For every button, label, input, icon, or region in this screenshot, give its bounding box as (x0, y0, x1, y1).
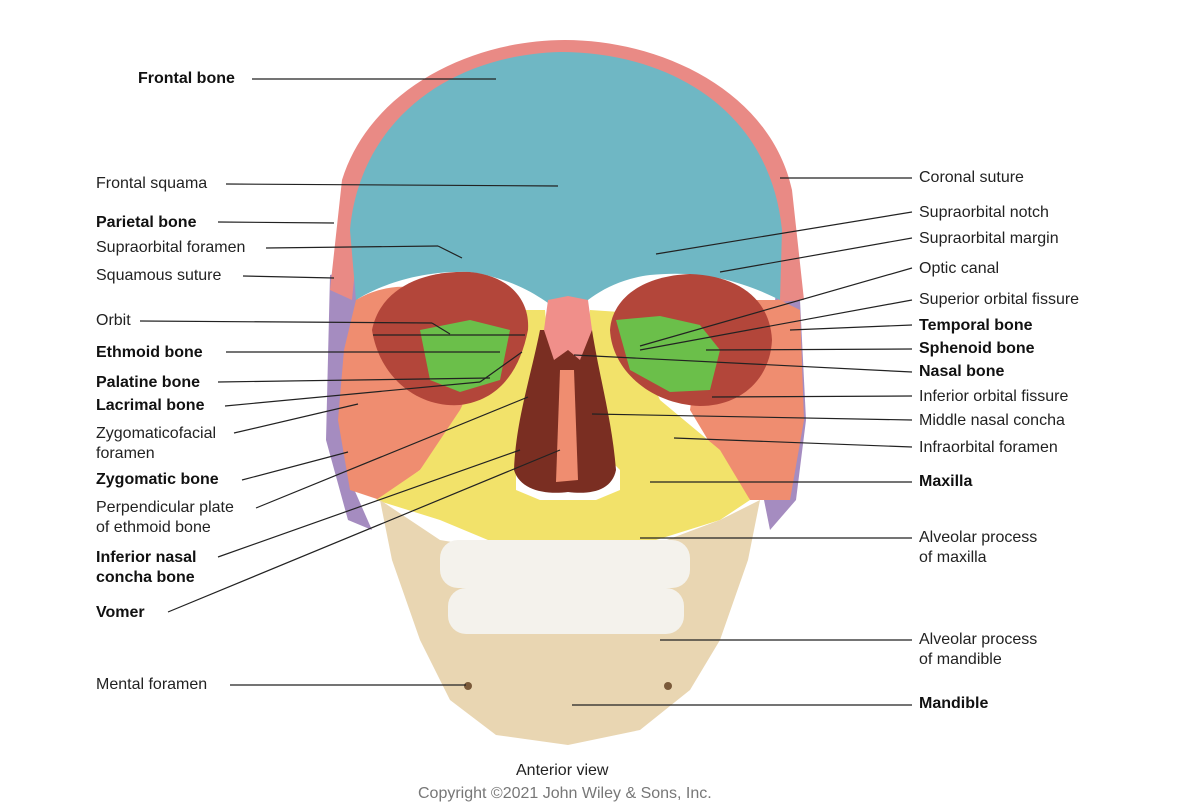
label-middle-nasal-concha: Middle nasal concha (919, 412, 1065, 429)
sphenoid-bone-left-shape (420, 320, 510, 392)
label-maxilla: Maxilla (919, 473, 973, 490)
maxilla-shape (376, 310, 750, 545)
label-nasal-bone: Nasal bone (919, 363, 1005, 380)
label-superior-orbital-fissure: Superior orbital fissure (919, 291, 1080, 308)
label-frontal-squama: Frontal squama (96, 175, 208, 192)
label-mental-foramen: Mental foramen (96, 676, 208, 693)
label-zygomatic-bone: Zygomatic bone (96, 471, 219, 488)
mental-foramen-left-shape (464, 682, 472, 690)
label-supraorbital-foramen: Supraorbital foramen (96, 239, 246, 256)
label-supraorbital-margin: Supraorbital margin (919, 230, 1059, 247)
lower-teeth-shape (448, 588, 684, 634)
label-orbit: Orbit (96, 312, 131, 329)
label-sphenoid-bone: Sphenoid bone (919, 340, 1035, 357)
label-inferior-nasal-concha-line2: concha bone (96, 569, 195, 586)
label-optic-canal: Optic canal (919, 260, 1000, 277)
label-inferior-orbital-fissure: Inferior orbital fissure (919, 388, 1069, 405)
label-palatine-bone: Palatine bone (96, 374, 201, 391)
label-ethmoid-bone: Ethmoid bone (96, 344, 203, 361)
label-perpendicular-plate-line2: of ethmoid bone (96, 519, 211, 536)
label-coronal-suture: Coronal suture (919, 169, 1024, 186)
label-perpendicular-plate-line1: Perpendicular plate (96, 499, 234, 516)
sphenoid-bone-right-shape (616, 316, 720, 392)
label-squamous-suture: Squamous suture (96, 267, 222, 284)
copyright-text: Copyright ©2021 John Wiley & Sons, Inc. (418, 785, 712, 802)
label-temporal-bone: Temporal bone (919, 317, 1033, 334)
label-infraorbital-foramen: Infraorbital foramen (919, 439, 1058, 456)
label-zygomaticofacial-foramen-line1: Zygomaticofacial (96, 425, 217, 442)
label-vomer: Vomer (96, 604, 145, 621)
label-alveolar-mandible-line2: of mandible (919, 651, 1002, 668)
nasal-bone-shape (544, 296, 592, 360)
label-alveolar-maxilla-line1: Alveolar process (919, 529, 1038, 546)
label-alveolar-mandible-line1: Alveolar process (919, 631, 1038, 648)
leader-lines (139, 78, 913, 706)
upper-teeth-shape (440, 540, 690, 588)
label-mandible: Mandible (919, 695, 989, 712)
vomer-shape (556, 370, 578, 482)
label-frontal-bone: Frontal bone (138, 70, 235, 87)
view-caption: Anterior view (516, 762, 609, 779)
mental-foramen-right-shape (664, 682, 672, 690)
label-alveolar-maxilla-line2: of maxilla (919, 549, 987, 566)
label-lacrimal-bone: Lacrimal bone (96, 397, 205, 414)
label-parietal-bone: Parietal bone (96, 214, 197, 231)
label-inferior-nasal-concha-line1: Inferior nasal (96, 549, 197, 566)
label-supraorbital-notch: Supraorbital notch (919, 204, 1049, 221)
label-zygomaticofacial-foramen-line2: foramen (96, 445, 155, 462)
